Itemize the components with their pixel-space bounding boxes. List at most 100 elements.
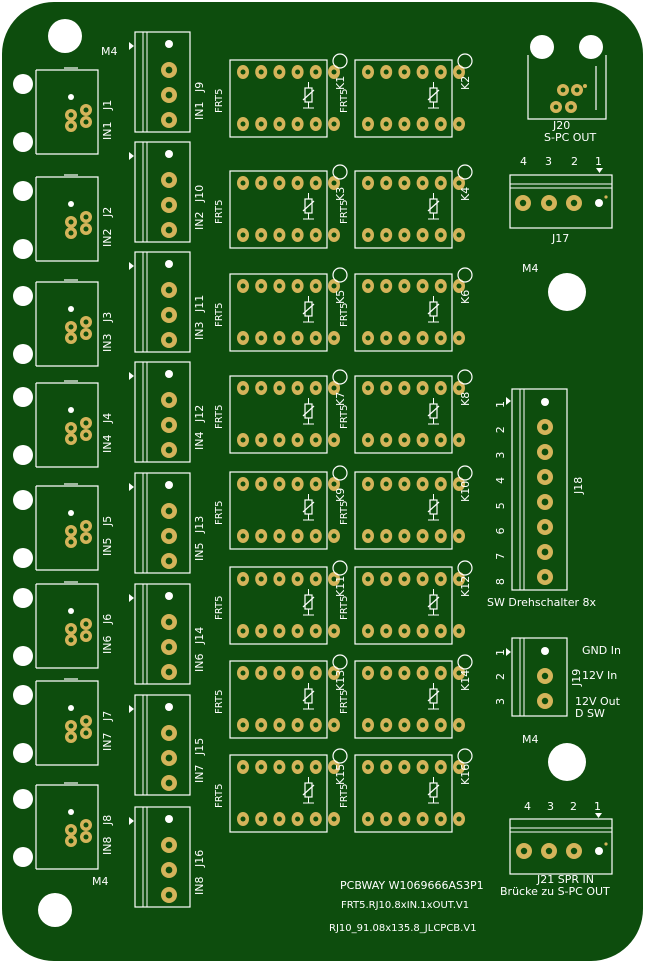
terminal-pad-drill xyxy=(165,668,173,676)
j19-label-12v-in: 12V In xyxy=(582,669,617,682)
rj-pad-drill xyxy=(83,432,89,438)
relay-ref: K14 xyxy=(459,670,472,691)
terminal-ref: J11 xyxy=(193,295,206,313)
j17-pin-3: 3 xyxy=(545,155,552,168)
j17-connector: 4 3 2 1 J17 xyxy=(509,155,613,245)
j18-pin-1: 1 xyxy=(494,401,507,408)
relay-ref: K12 xyxy=(459,576,472,597)
rj-pad-drill xyxy=(83,420,89,426)
terminal-pad-drill xyxy=(165,66,173,74)
rj-pad-drill xyxy=(83,621,89,627)
mounting-label-right-mid: M4 xyxy=(522,262,539,275)
rj-mount-hole xyxy=(13,74,33,94)
rj-mount-hole xyxy=(13,239,33,259)
terminal-pad-drill xyxy=(165,891,173,899)
relay-k16: FRT5 K16 xyxy=(339,748,473,833)
rj-pad-drill xyxy=(83,535,89,541)
rj-pad-drill xyxy=(68,827,74,833)
rj-pad-drill xyxy=(83,822,89,828)
rj-ref: J8 xyxy=(101,815,114,826)
terminal-pad-drill xyxy=(165,116,173,124)
rj-ref: J2 xyxy=(101,207,114,218)
relay-ref: K11 xyxy=(334,576,347,597)
rj-pad-drill xyxy=(83,834,89,840)
terminal-pad-drill xyxy=(165,421,173,429)
j19-pin-1: 1 xyxy=(494,649,507,656)
rj-pad-drill xyxy=(68,626,74,632)
relay-ref: K1 xyxy=(334,76,347,90)
j18-ref: J18 xyxy=(572,477,585,495)
relay-type-label: FRT5 xyxy=(339,596,350,620)
j19-label-gnd: GND In xyxy=(582,644,621,657)
j18-pad-drill xyxy=(541,473,549,481)
relay-k12: FRT5 K12 xyxy=(339,560,473,645)
relay-type-label: FRT5 xyxy=(214,690,225,714)
terminal-ref: J9 xyxy=(193,82,206,93)
rj-in-label: IN1 xyxy=(101,122,114,140)
terminal-pad-drill xyxy=(165,866,173,874)
rj-pad-drill xyxy=(83,226,89,232)
j21-pin-4: 4 xyxy=(524,800,531,813)
terminal-ref: J13 xyxy=(193,516,206,534)
terminal-in-label: IN7 xyxy=(193,765,206,783)
rj-ref: J1 xyxy=(101,100,114,111)
j18-pin-3: 3 xyxy=(494,452,507,459)
rj-jack-1: IN1 J1 xyxy=(13,67,114,155)
rj-pad-drill xyxy=(83,214,89,220)
j17-ref: J17 xyxy=(551,232,569,245)
rj-ref: J4 xyxy=(101,413,114,424)
j19-pin-2: 2 xyxy=(494,673,507,680)
relay-type-label: FRT5 xyxy=(339,89,350,113)
mounting-label-top: M4 xyxy=(101,45,118,58)
rj-pad-drill xyxy=(68,230,74,236)
rj-pad-drill xyxy=(83,119,89,125)
relay-type-label: FRT5 xyxy=(339,784,350,808)
rj-pad-drill xyxy=(83,633,89,639)
terminal-pad-drill xyxy=(165,618,173,626)
terminal-pad-drill xyxy=(165,311,173,319)
footer-line-3: RJ10_91.08x135.8_JLCPCB.V1 xyxy=(329,923,477,934)
rj-pad-drill xyxy=(83,331,89,337)
rj-in-label: IN7 xyxy=(101,733,114,751)
mounting-hole-mid-right xyxy=(548,743,586,781)
terminal-in-label: IN5 xyxy=(193,543,206,561)
input-terminal-blocks: J9IN1J10IN2J11IN3J12IN4J13IN5J14IN6J15IN… xyxy=(129,31,206,908)
terminal-pad-drill xyxy=(165,396,173,404)
terminal-in-label: IN2 xyxy=(193,212,206,230)
j19-label-12v-out: 12V Out xyxy=(575,695,621,708)
terminal-in-label: IN8 xyxy=(193,877,206,895)
j18-pin-7: 7 xyxy=(494,553,507,560)
relay-ref: K16 xyxy=(459,764,472,785)
relay-ref: K13 xyxy=(334,670,347,691)
rj-in-label: IN6 xyxy=(101,636,114,654)
rj-pad-drill xyxy=(68,723,74,729)
j19-connector: 1 2 3 J19 GND In 12V In 12V Out D SW xyxy=(494,637,621,720)
relay-ref: K7 xyxy=(334,392,347,406)
footer-line-2: FRT5.RJ10.8xIN.1xOUT.V1 xyxy=(341,900,469,911)
j21-ref: J21 SPR IN xyxy=(536,873,594,886)
terminal-pad-drill xyxy=(165,841,173,849)
rj-mount-hole xyxy=(13,588,33,608)
rj-ref: J5 xyxy=(101,516,114,527)
j17-pin-2: 2 xyxy=(571,155,578,168)
terminal-pad-drill xyxy=(165,286,173,294)
relay-ref: K10 xyxy=(459,481,472,502)
terminal-ref: J14 xyxy=(193,627,206,645)
j20-output-jack: J20 S-PC OUT xyxy=(527,35,607,144)
j21-label: Brücke zu S-PC OUT xyxy=(500,885,610,898)
rj-mount-hole xyxy=(13,646,33,666)
rj-mount-hole xyxy=(13,344,33,364)
relay-type-label: FRT5 xyxy=(214,405,225,429)
